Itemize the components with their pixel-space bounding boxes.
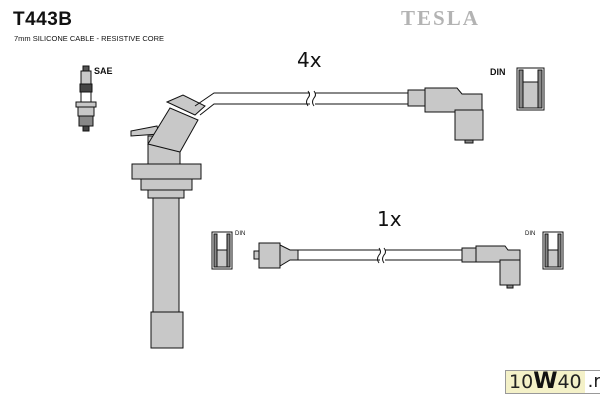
brand-logo: TESLA xyxy=(401,6,480,30)
watermark-main: 10W40 xyxy=(506,371,585,393)
din-label-bottom-right: DIN xyxy=(525,231,536,237)
watermark-suffix: 40 xyxy=(557,371,582,393)
long-lead-quantity: 4x xyxy=(297,48,322,72)
watermark-emphasis: W xyxy=(533,369,558,394)
angled-plug-boot-bottom xyxy=(461,245,521,289)
din-terminal-bottom-left-icon xyxy=(211,231,233,270)
long-lead-cable xyxy=(194,90,410,116)
short-lead-cable xyxy=(298,247,462,264)
short-lead-quantity: 1x xyxy=(377,207,402,231)
part-number-title: T443B xyxy=(13,9,73,30)
din-label-top: DIN xyxy=(490,67,506,77)
coil-boot-connector xyxy=(130,94,206,349)
din-terminal-bottom-right-icon xyxy=(542,231,564,270)
watermark-prefix: 10 xyxy=(509,371,534,393)
sae-label: SAE xyxy=(94,66,113,76)
spark-plug-icon xyxy=(75,65,97,132)
angled-plug-boot-top xyxy=(407,87,484,144)
watermark-logo: 10W40 .ru xyxy=(505,370,600,394)
din-label-bottom-left: DIN xyxy=(235,231,246,237)
straight-boot-connector xyxy=(253,242,299,269)
watermark-domain: .ru xyxy=(584,371,600,393)
cable-description: 7mm SILICONE CABLE - RESISTIVE CORE xyxy=(14,34,165,43)
din-terminal-top-icon xyxy=(516,67,545,111)
